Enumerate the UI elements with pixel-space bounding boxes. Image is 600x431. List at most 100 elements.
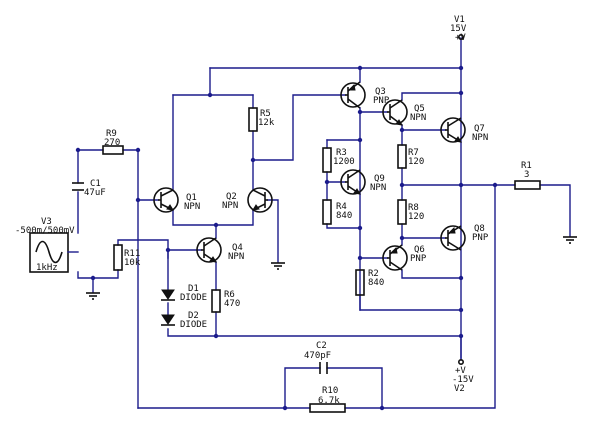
r7-name: R7 — [408, 148, 419, 158]
d2-value: DIODE — [180, 320, 207, 330]
q4-type: NPN — [228, 252, 244, 262]
q5-type: NPN — [410, 113, 426, 123]
d1-name: D1 — [188, 284, 199, 294]
v2-supply[interactable]: +V -15V V2 — [452, 358, 474, 394]
d1-value: DIODE — [180, 293, 207, 303]
r1-resistor[interactable]: R1 3 — [514, 161, 541, 190]
wire-q2-base — [267, 199, 279, 263]
r4-resistor[interactable]: R4 840 — [322, 199, 352, 225]
q9-name: Q9 — [374, 174, 385, 184]
d1-diode[interactable]: D1 DIODE — [161, 284, 207, 303]
v3-frequency: 1kHz — [36, 263, 58, 273]
q9-transistor[interactable]: Q9 NPN — [340, 169, 386, 195]
r7-resistor[interactable]: R7 120 — [397, 144, 424, 169]
q6-name: Q6 — [414, 245, 425, 255]
r10-resistor[interactable]: R10 6.7k — [309, 386, 346, 413]
r3-resistor[interactable]: R3 1200 — [322, 147, 355, 173]
q3-type: PNP — [373, 96, 390, 106]
q3-name: Q3 — [375, 87, 386, 97]
r8-value: 120 — [408, 212, 424, 222]
q9-type: NPN — [370, 183, 386, 193]
r11-value: 10k — [124, 258, 141, 268]
r1-value: 3 — [524, 170, 529, 180]
c2-name: C2 — [316, 341, 327, 351]
q2-type: NPN — [222, 201, 238, 211]
q7-name: Q7 — [474, 124, 485, 134]
v2-pin: +V — [455, 366, 466, 376]
wire-r1-gnd — [539, 184, 571, 237]
junctions — [75, 65, 498, 411]
q1-type: NPN — [184, 202, 200, 212]
v2-value: -15V — [452, 375, 474, 385]
q7-transistor[interactable]: Q7 NPN — [440, 117, 488, 143]
wire-c2-right — [326, 367, 383, 409]
q8-type: PNP — [472, 233, 489, 243]
wire-diode-bottom — [167, 328, 462, 337]
r11-resistor[interactable]: R11 10k — [113, 244, 141, 271]
wire-v3-gnd — [77, 271, 94, 293]
v1-name: V1 — [454, 15, 465, 25]
c1-capacitor[interactable]: C1 47uF — [72, 179, 106, 198]
v1-supply[interactable]: V1 15V +V — [450, 15, 467, 43]
r5-resistor[interactable]: R5 12k — [248, 107, 275, 132]
r6-resistor[interactable]: R6 470 — [211, 289, 240, 313]
wire-r5-to-q3 — [252, 94, 346, 161]
q1-name: Q1 — [186, 193, 197, 203]
q8-name: Q8 — [474, 224, 485, 234]
r4-name: R4 — [336, 202, 347, 212]
r2-value: 840 — [368, 278, 384, 288]
q7-type: NPN — [472, 133, 488, 143]
r2-resistor[interactable]: R2 840 — [355, 269, 384, 296]
q6-type: PNP — [410, 254, 427, 264]
wire-feedback-right — [344, 184, 496, 409]
q2-transistor[interactable]: Q2 NPN — [222, 187, 273, 213]
r5-name: R5 — [260, 109, 271, 119]
d2-diode[interactable]: D2 DIODE — [161, 311, 207, 330]
v1-pin: +V — [455, 33, 466, 43]
v2-name: V2 — [454, 384, 465, 394]
wire-q2-emitter — [215, 209, 254, 226]
r9-resistor[interactable]: R9 270 — [102, 129, 124, 155]
r9-name: R9 — [106, 129, 117, 139]
c1-name: C1 — [90, 179, 101, 189]
r4-value: 840 — [336, 211, 352, 221]
wire-r2-bottom — [359, 294, 462, 311]
r10-value: 6.7k — [318, 396, 340, 406]
r3-value: 1200 — [333, 157, 355, 167]
q2-name: Q2 — [226, 192, 237, 202]
r11-name: R11 — [124, 249, 140, 259]
ground-q2-icon — [271, 262, 285, 270]
r10-name: R10 — [322, 386, 338, 396]
wire-r11-gnd — [92, 269, 119, 279]
wire-bias-bottom — [326, 223, 361, 229]
q5-name: Q5 — [414, 104, 425, 114]
v3-name: V3 — [41, 217, 52, 227]
r5-value: 12k — [258, 118, 275, 128]
v3-value: -500m/500mV — [15, 226, 75, 236]
wire-q1-emitter — [172, 209, 217, 239]
r6-name: R6 — [224, 290, 235, 300]
ground-input-icon — [86, 292, 100, 300]
r7-value: 120 — [408, 157, 424, 167]
q4-transistor[interactable]: Q4 NPN — [196, 237, 244, 263]
wire-q6-collector — [401, 269, 462, 279]
c2-capacitor[interactable]: C2 470pF — [304, 341, 331, 374]
ground-output-icon — [563, 236, 577, 244]
r2-name: R2 — [368, 269, 379, 279]
q1-transistor[interactable]: Q1 NPN — [153, 187, 200, 213]
r6-value: 470 — [224, 299, 240, 309]
q5-transistor[interactable]: Q5 NPN — [382, 99, 426, 126]
r8-resistor[interactable]: R8 120 — [397, 199, 424, 225]
q6-transistor[interactable]: Q6 PNP — [382, 244, 427, 271]
r3-name: R3 — [336, 148, 347, 158]
q3-transistor[interactable]: Q3 PNP — [340, 81, 390, 109]
v1-value: 15V — [450, 24, 467, 34]
wire-c2-loop — [284, 367, 321, 409]
q8-transistor[interactable]: Q8 PNP — [440, 224, 489, 251]
c2-value: 470pF — [304, 351, 331, 361]
v3-signal-source[interactable]: V3 -500m/500mV 1kHz — [15, 217, 79, 273]
wire-q5-collector — [401, 92, 462, 101]
q4-name: Q4 — [232, 243, 243, 253]
r1-name: R1 — [521, 161, 532, 171]
